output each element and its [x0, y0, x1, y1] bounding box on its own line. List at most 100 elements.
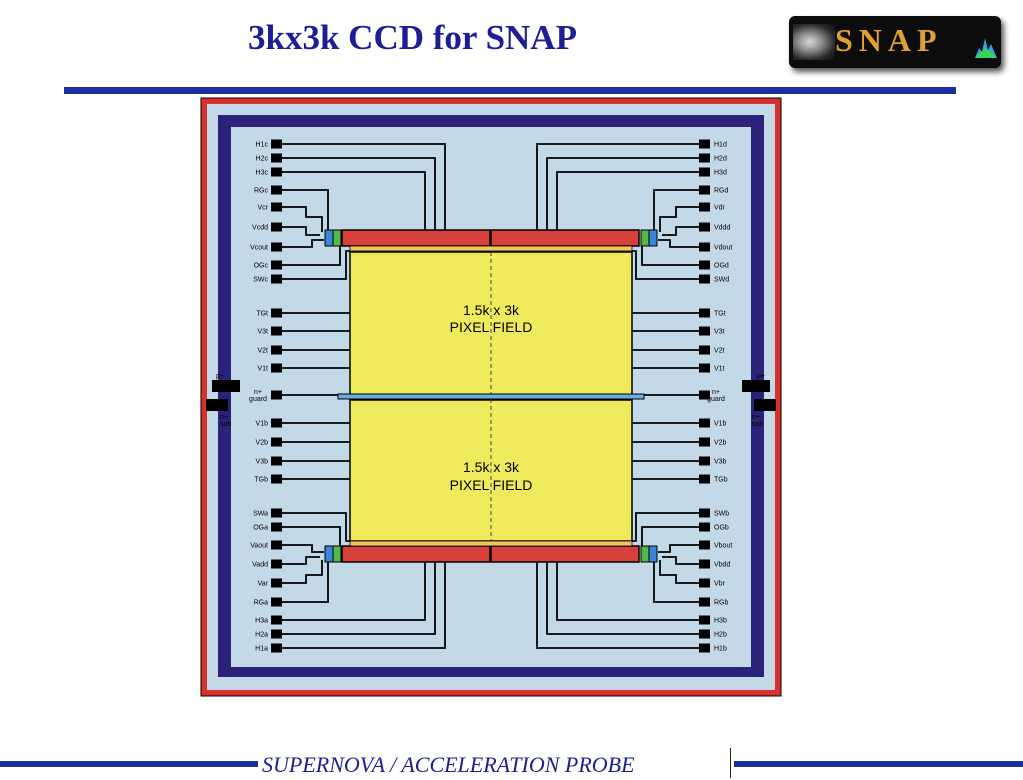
pad-label: TGt — [256, 311, 268, 318]
bond-pad-bottom-left-0: SWa — [253, 508, 282, 518]
pad-label: SWc — [253, 277, 268, 284]
bond-pad-top-left-7: OGc — [254, 260, 282, 270]
bond-pad-bottom-right-4: Vbr — [699, 578, 726, 588]
pad-label: V3b — [256, 459, 269, 466]
pad-label: V1t — [714, 366, 725, 373]
bond-pad-top-right-6: Vdout — [699, 242, 732, 252]
bond-pad-bottom-right-8: H1b — [699, 643, 727, 653]
bond-pad-mid-right-0: TGt — [699, 308, 726, 318]
bond-pad-mid-left-6: V2b — [256, 437, 282, 447]
pad-label: guard — [707, 396, 725, 403]
bond-pad-top-left-0: H1c — [256, 139, 282, 149]
pad-label: OGa — [253, 525, 268, 532]
serial-register-top-left — [341, 229, 491, 247]
pad-label: RGb — [714, 600, 729, 607]
amplifier-bottom-right — [640, 545, 658, 563]
bond-pad-mid-right-6: V2b — [699, 437, 727, 447]
pad-label: V2b — [256, 440, 269, 447]
pad-label: V3t — [714, 329, 725, 336]
pad-label: n+ — [712, 389, 720, 396]
bond-pad-top-left-1: H2c — [256, 153, 282, 163]
bond-pad-mid-right-5: V1b — [699, 418, 727, 428]
serial-register-bottom-left — [341, 545, 491, 563]
transfer-strip-top — [349, 245, 633, 252]
footer-rule-right — [734, 761, 1023, 767]
pad-label: H1c — [256, 142, 269, 149]
galaxy-image — [793, 24, 835, 60]
serial-register-top-right — [490, 229, 640, 247]
bond-pad-top-left-2: H3c — [256, 167, 282, 177]
edge-label-p-right: p+ — [757, 373, 765, 380]
bond-pad-top-left-8: SWc — [253, 274, 282, 284]
bond-pad-top-right-3: RGd — [699, 185, 729, 195]
pad-label: H3b — [714, 618, 727, 625]
pad-label: H2c — [256, 156, 269, 163]
bond-pad-mid-left-2: V2t — [257, 345, 282, 355]
bond-pad-top-right-2: H3d — [699, 167, 727, 177]
transfer-strip-bottom — [349, 540, 633, 547]
pad-label: Vadd — [252, 562, 268, 569]
bond-wires — [282, 143, 699, 649]
bond-pad-mid-right-3: V1t — [699, 363, 725, 373]
bond-pad-mid-right-1: V3t — [699, 326, 725, 336]
amplifier-top-left — [324, 229, 342, 247]
pad-label: RGa — [254, 600, 269, 607]
bond-pad-bottom-right-2: Vbout — [699, 540, 732, 550]
pad-label: RGc — [254, 188, 269, 195]
pad-label: V3t — [257, 329, 268, 336]
pad-label: OGc — [254, 263, 269, 270]
pad-label: guard — [249, 396, 267, 403]
edge-label-p-left: p+ — [216, 373, 224, 380]
pad-label: H3d — [714, 170, 727, 177]
bond-pad-mid-left-3: V1t — [257, 363, 282, 373]
snap-logo: SNAP — [789, 16, 1001, 68]
pad-label: V1b — [714, 421, 727, 428]
bond-pad-bottom-left-6: H3a — [255, 615, 282, 625]
pad-label: Var — [258, 581, 269, 588]
bond-pads: H1cH2cH3cRGcVcrVcddVcoutOGcSWcH1dH2dH3dR… — [249, 139, 732, 653]
bond-pad-bottom-left-5: RGa — [254, 597, 282, 607]
edge-label-sub-left: sub — [220, 421, 231, 428]
pad-label: SWb — [714, 511, 729, 518]
bond-pad-top-right-7: OGd — [699, 260, 729, 270]
bond-pad-top-left-3: RGc — [254, 185, 282, 195]
bond-pad-top-right-1: H2d — [699, 153, 727, 163]
field-top-line1: 1.5k x 3k — [463, 302, 520, 318]
pad-label: Vdr — [714, 205, 726, 212]
pad-label: V1t — [257, 366, 268, 373]
spectrum-icon — [975, 38, 997, 58]
bond-pad-top-left-5: Vcdd — [252, 222, 282, 232]
pad-label: H1d — [714, 142, 727, 149]
bond-pad-mid-left-5: V1b — [256, 418, 282, 428]
field-bottom-line2: PIXEL FIELD — [450, 477, 533, 493]
edge-contact-right: p+ n+ sub — [742, 373, 776, 428]
amplifier-bottom-left — [324, 545, 342, 563]
pad-label: OGb — [714, 525, 729, 532]
pad-label: OGd — [714, 263, 729, 270]
edge-label-sub-right: sub — [752, 421, 763, 428]
bond-pad-mid-right-4: n+guard — [699, 389, 725, 403]
pad-label: H2d — [714, 156, 727, 163]
bond-pad-bottom-left-7: H2a — [255, 629, 282, 639]
field-bottom-line1: 1.5k x 3k — [463, 459, 520, 475]
pad-label: V1b — [256, 421, 269, 428]
pad-label: Vbout — [714, 543, 732, 550]
pad-label: H1b — [714, 646, 727, 653]
pad-label: TGt — [714, 311, 726, 318]
bond-pad-bottom-right-7: H2b — [699, 629, 727, 639]
field-top-line2: PIXEL FIELD — [450, 319, 533, 335]
pad-label: RGd — [714, 188, 729, 195]
ccd-diagram: 1.5k x 3k PIXEL FIELD 1.5k x 3k PIXEL FI… — [200, 97, 782, 697]
bond-pad-bottom-left-8: H1a — [255, 643, 282, 653]
bond-pad-bottom-left-3: Vadd — [252, 559, 282, 569]
pad-label: Vddd — [714, 225, 730, 232]
bond-pad-bottom-right-3: Vbdd — [699, 559, 730, 569]
amplifier-top-right — [640, 229, 658, 247]
pad-label: V3b — [714, 459, 727, 466]
pad-label: TGb — [714, 477, 728, 484]
pad-label: Vbr — [714, 581, 726, 588]
bond-pad-top-right-4: Vdr — [699, 202, 726, 212]
pad-label: V2t — [714, 348, 725, 355]
pad-label: V2b — [714, 440, 727, 447]
bond-pad-mid-left-8: TGb — [254, 474, 282, 484]
